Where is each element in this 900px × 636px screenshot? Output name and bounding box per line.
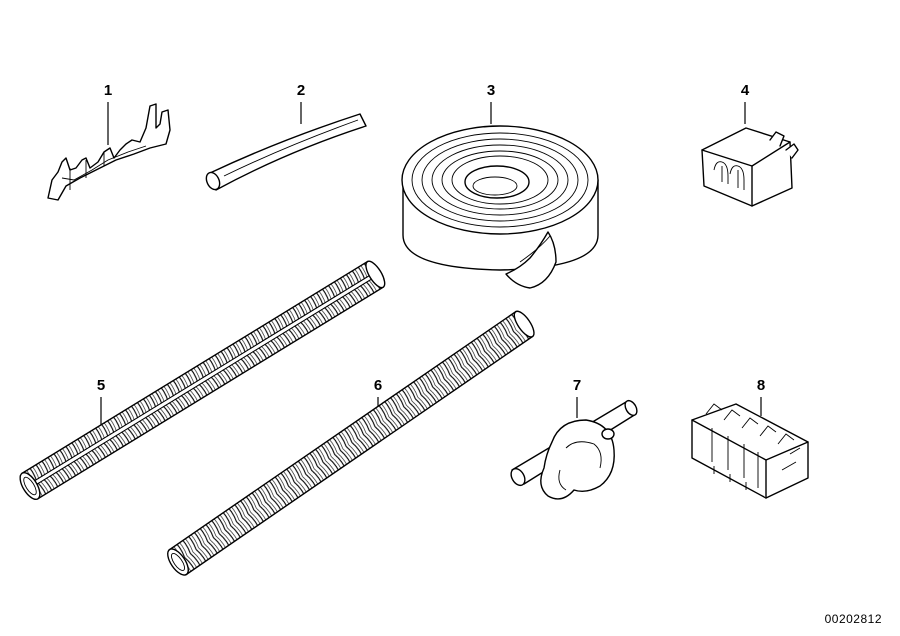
part-7: 7: [510, 377, 638, 500]
part-2: 2: [205, 82, 367, 191]
callout-7: 7: [573, 377, 581, 394]
document-number: 00202812: [824, 612, 882, 626]
callout-6: 6: [374, 377, 382, 394]
part-1: 1: [47, 82, 171, 201]
part-3: 3: [401, 82, 599, 289]
callout-2: 2: [297, 82, 305, 99]
multi-pin-connector-block-icon: [691, 403, 809, 499]
insulating-tape-roll-icon: [401, 125, 599, 289]
part-6: 6: [167, 310, 535, 576]
callout-4: 4: [741, 82, 750, 99]
crimp-terminal-icon: [47, 103, 171, 201]
part-4: 4: [701, 82, 799, 207]
split-corrugated-conduit-icon: [19, 260, 386, 501]
connector-housing-icon: [701, 127, 799, 207]
callout-1: 1: [104, 82, 112, 99]
callout-8: 8: [757, 377, 765, 394]
heat-shrink-tube-icon: [205, 113, 367, 191]
callout-3: 3: [487, 82, 495, 99]
corrugated-conduit-icon: [167, 310, 535, 576]
wire-clip-holder-icon: [510, 399, 638, 500]
part-5: 5: [19, 260, 386, 501]
callout-5: 5: [97, 377, 105, 394]
part-8: 8: [691, 377, 809, 499]
